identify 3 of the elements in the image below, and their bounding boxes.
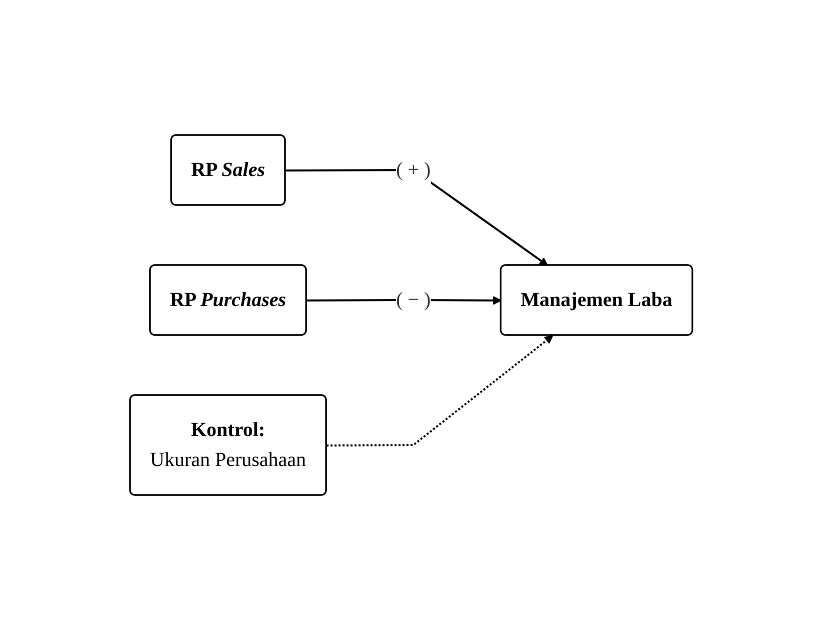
- edge-label: ( − ): [396, 288, 430, 310]
- arrow: [326, 334, 554, 446]
- edge-label: ( + ): [396, 158, 430, 180]
